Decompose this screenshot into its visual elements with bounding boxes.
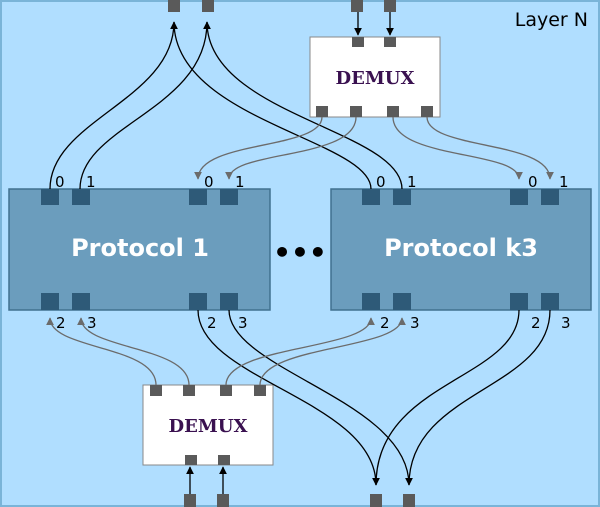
- protocol-k3-port-top-2: [510, 189, 528, 205]
- top-io-port-3: [384, 0, 396, 12]
- protocol-1-port-label: 0: [55, 173, 65, 191]
- protocol-1-port-label: 2: [56, 314, 66, 332]
- protocol-k3-box: [330, 188, 592, 311]
- wire-p1-out3-to-bottom: [228, 309, 413, 486]
- demux-top-box: [309, 36, 441, 118]
- top-io-port-1: [202, 0, 214, 12]
- top-io-port-0: [168, 0, 180, 12]
- protocol-k3-port-bottom-3: [541, 293, 559, 310]
- protocol-k3-port-bottom-1: [393, 293, 411, 310]
- protocol-k3-port-top-3: [541, 189, 559, 205]
- protocol-1-port-bottom-2: [189, 293, 207, 310]
- demux-bottom-out-0: [150, 385, 162, 396]
- demux-top-out-0: [316, 106, 328, 117]
- protocol-1-port-label: 3: [238, 314, 248, 332]
- protocol-k3-port-bottom-2: [510, 293, 528, 310]
- demux-top-out-2: [387, 106, 399, 117]
- wire-demux-bottom-to-p1-in3: [77, 317, 190, 386]
- wire-demux-top-to-pk3-in1: [426, 116, 554, 180]
- wire-demux-bottom-to-pk3-in3: [259, 317, 406, 386]
- layer-label: Layer N: [515, 9, 588, 31]
- wire-p1-out1-to-top: [79, 21, 211, 190]
- protocol-k3-port-bottom-0: [362, 293, 380, 310]
- demux-top-in-1: [384, 37, 396, 47]
- protocol-1-port-label: 1: [86, 173, 96, 191]
- demux-bottom-out-3: [254, 385, 266, 396]
- bottom-io-port-2: [370, 494, 382, 507]
- protocol-k3-label: Protocol k3: [384, 234, 538, 262]
- wire-p1-out2-to-bottom: [197, 309, 380, 486]
- protocol-k3-port-label: 0: [376, 173, 386, 191]
- demux-top-out-1: [350, 106, 362, 117]
- protocol-k3-port-top-1: [393, 189, 411, 205]
- bottom-io-port-3: [403, 494, 415, 507]
- demux-bottom-out-1: [183, 385, 195, 396]
- protocol-1-port-label: 3: [87, 314, 97, 332]
- protocol-1-port-label: 1: [235, 173, 245, 191]
- demux-bottom-in-0: [185, 455, 197, 465]
- protocol-1-port-bottom-3: [220, 293, 238, 310]
- protocol-1-label: Protocol 1: [71, 234, 209, 262]
- protocol-k3-port-label: 2: [380, 314, 390, 332]
- protocol-k3-port-label: 0: [528, 173, 538, 191]
- protocol-k3-port-label: 1: [559, 173, 569, 191]
- demux-bottom-label: DEMUX: [169, 416, 248, 437]
- bottom-io-port-0: [184, 494, 196, 507]
- protocol-k3-port-label: 3: [561, 314, 571, 332]
- demux-top-label: DEMUX: [336, 68, 415, 89]
- bottom-io-port-1: [217, 494, 229, 507]
- protocol-k3-port-top-0: [362, 189, 380, 205]
- wire-p1-out0-to-top: [49, 21, 178, 190]
- wire-demux-top-to-p1-in1: [225, 116, 357, 180]
- top-io-port-2: [351, 0, 363, 12]
- wire-demux-bottom-to-p1-in2: [46, 317, 157, 386]
- protocol-1-port-top-2: [189, 189, 207, 205]
- protocol-k3-port-label: 2: [531, 314, 541, 332]
- wire-pk3-out0-to-top: [173, 21, 372, 190]
- protocol-ellipsis: •••: [273, 236, 327, 269]
- protocol-1-port-bottom-0: [41, 293, 59, 310]
- protocol-1-box: [8, 188, 271, 311]
- protocol-1-port-label: 2: [207, 314, 217, 332]
- demux-top-in-0: [352, 37, 364, 47]
- wire-pk3-out1-to-top: [206, 21, 403, 190]
- demux-bottom-box: [142, 384, 274, 466]
- demux-bottom-out-2: [220, 385, 232, 396]
- protocol-1-port-top-0: [41, 189, 59, 205]
- wire-demux-top-to-p1-in0: [194, 116, 323, 180]
- protocol-k3-port-label: 1: [407, 173, 417, 191]
- demux-bottom-in-1: [218, 455, 230, 465]
- demux-top-out-3: [421, 106, 433, 117]
- wire-demux-bottom-to-pk3-in2: [225, 317, 375, 386]
- protocol-1-port-top-3: [220, 189, 238, 205]
- protocol-k3-port-label: 3: [410, 314, 420, 332]
- wire-demux-top-to-pk3-in0: [392, 116, 523, 180]
- protocol-1-port-top-1: [72, 189, 90, 205]
- protocol-1-port-bottom-1: [72, 293, 90, 310]
- wire-pk3-out2-to-bottom: [375, 309, 520, 486]
- protocol-1-port-label: 0: [204, 173, 214, 191]
- wire-pk3-out3-to-bottom: [408, 309, 551, 486]
